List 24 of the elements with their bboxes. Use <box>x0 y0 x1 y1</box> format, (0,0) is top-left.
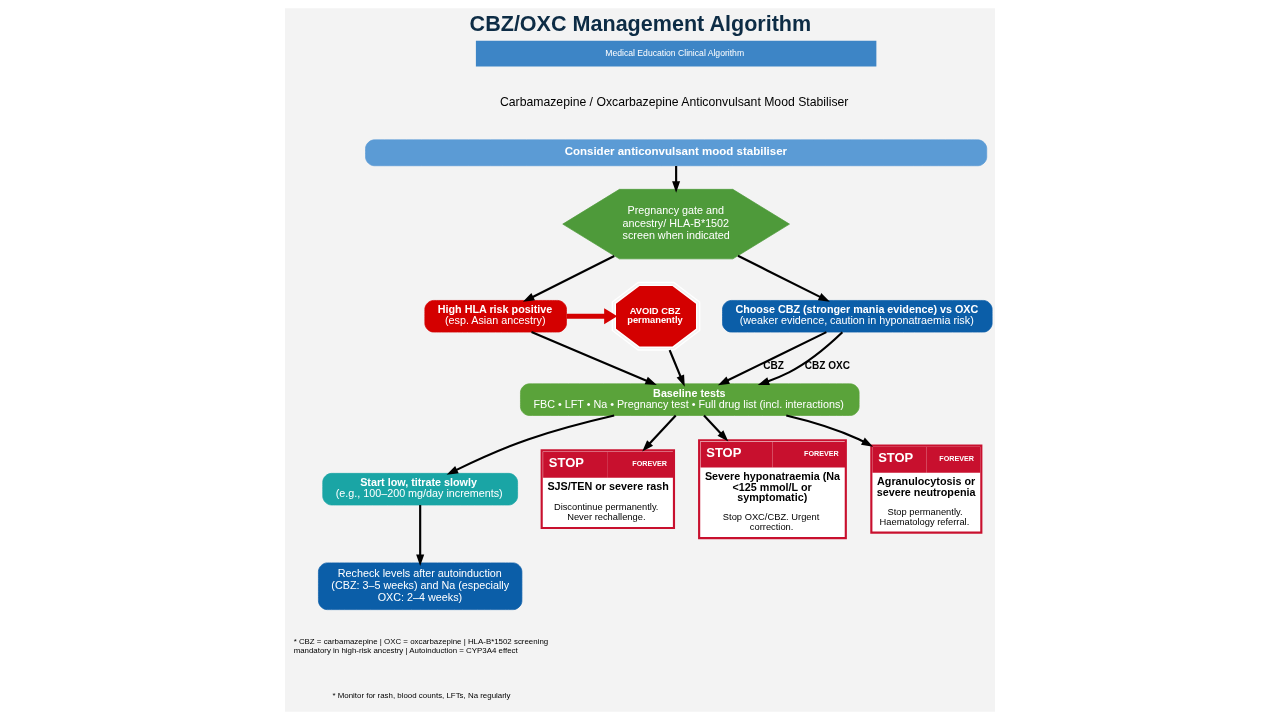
edge-label: CBZ OXC <box>804 359 851 371</box>
label: * Monitor for rash, blood counts, LFTs, Na regularly <box>332 690 511 700</box>
arrow <box>668 349 685 387</box>
arrow <box>703 414 729 442</box>
arrow <box>757 331 844 385</box>
arrow <box>786 414 874 447</box>
arrow <box>446 414 615 475</box>
node-box: Start low, titrate slowly (e.g., 100–200 mg/day increments) <box>322 473 518 506</box>
arrow <box>642 414 677 452</box>
arrow <box>717 331 827 386</box>
label: * CBZ = carbamazepine | OXC = oxcarbazepine | HLA-B*1502 screening mandatory in high-risk ancestry | Autoinduction = CYP3A4 effect <box>293 636 549 655</box>
arrow <box>416 505 425 567</box>
label: Carbamazepine / Oxcarbazepine Anticonvulsant Mood Stabiliser <box>499 95 849 110</box>
node-box: Consider anticonvulsant mood stabiliser <box>365 139 988 167</box>
arrow <box>737 254 830 302</box>
label: Medical Education Clinical Algorithm <box>605 47 745 58</box>
node-box: Baseline tests FBC • LFT • Na • Pregnancy test • Full drug list (incl. interactions) <box>520 383 860 416</box>
arrow <box>522 254 615 302</box>
arrow <box>531 331 657 386</box>
node-box: Choose CBZ (stronger mania evidence) vs OXC (weaker evidence, caution in hyponatraemia risk) <box>722 300 993 333</box>
arrow <box>566 308 618 325</box>
node-box: High HLA risk positive (esp. Asian ancestry) <box>424 300 567 333</box>
diagram-title: CBZ/OXC Management Algorithm <box>469 10 812 36</box>
node-box: Recheck levels after autoinduction (CBZ: 3–5 weeks) and Na (especially OXC: 2–4 weeks) <box>318 562 523 610</box>
